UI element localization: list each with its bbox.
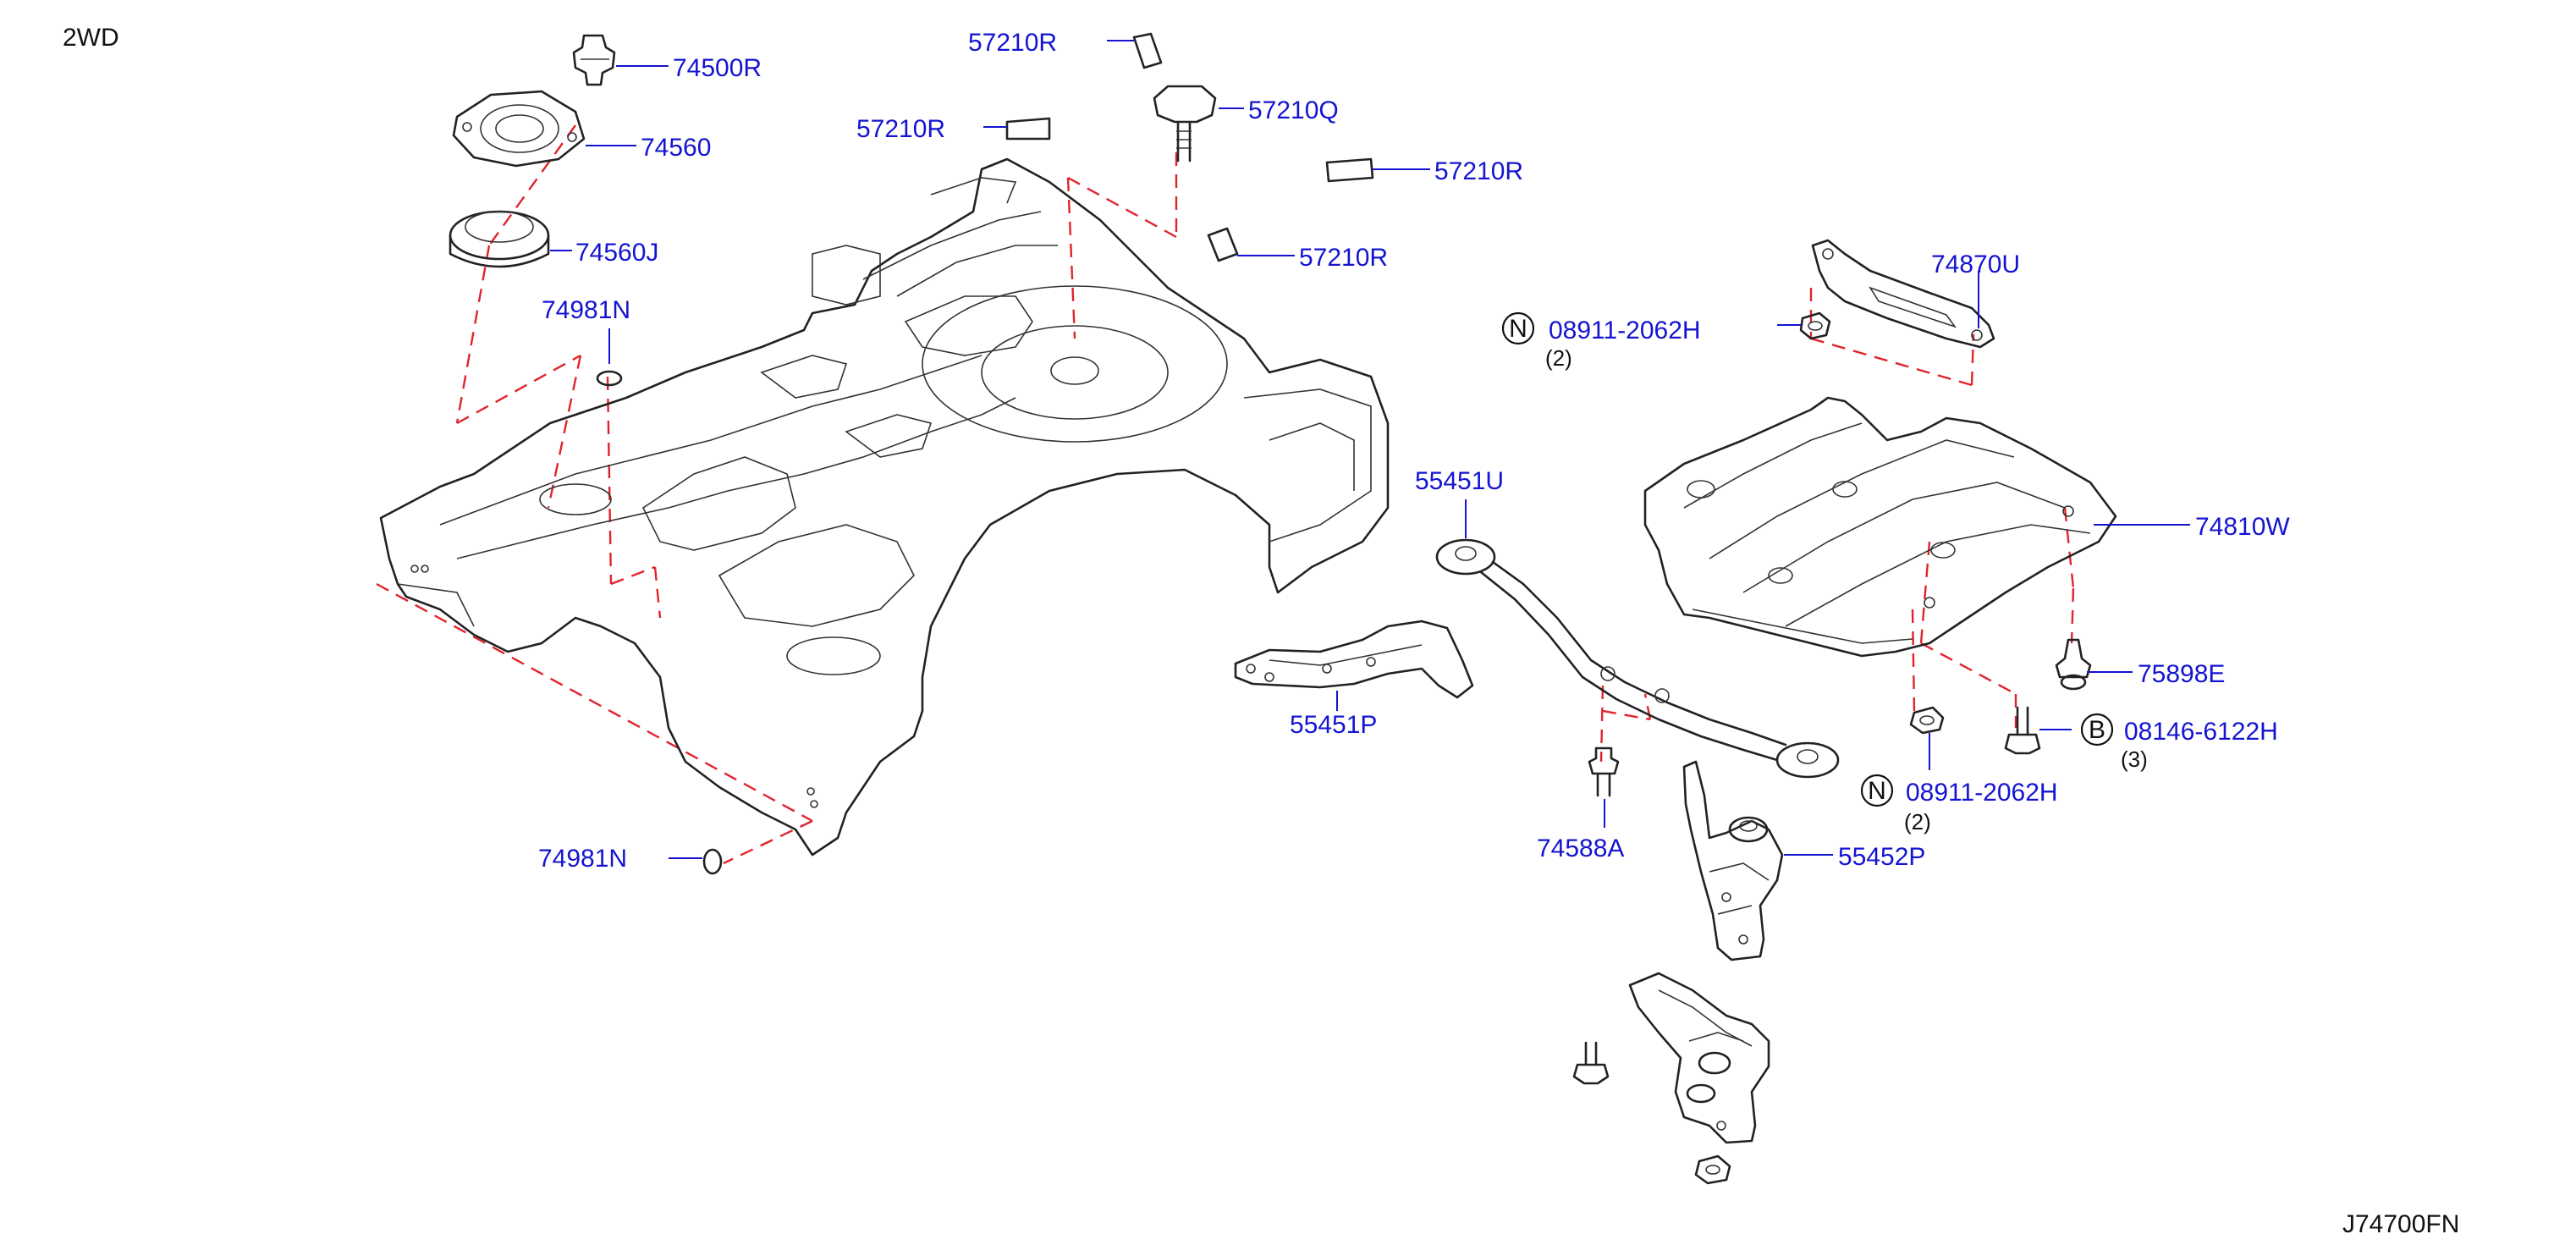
spare-tire-clamp-icon-57210Q: [1153, 85, 1217, 163]
bolt-quantity: (3): [2121, 746, 2148, 772]
nut-number-bottom: 08911-2062H: [1906, 779, 2058, 807]
push-clip-icon-74500R: [572, 34, 616, 86]
part-label-57210R-a: 57210R: [968, 29, 1057, 57]
nut-number-top: 08911-2062H: [1549, 317, 1701, 344]
pad-icon-57210R-a: [1132, 32, 1163, 69]
part-label-74560: 74560: [641, 134, 711, 162]
part-label-74560J: 74560J: [575, 239, 658, 267]
part-label-74588A: 74588A: [1537, 835, 1624, 862]
nut-callout-bottom: N 08911-2062H (2): [1860, 774, 2058, 835]
pad-icon-57210R-b: [1005, 117, 1051, 140]
pad-icon-57210R-d: [1207, 227, 1239, 262]
pad-icon-57210R-c: [1325, 157, 1374, 183]
flange-nut-icon-lower: [1694, 1154, 1731, 1185]
bracket-icon-55452P: [1682, 760, 1784, 961]
part-label-75898E: 75898E: [2138, 660, 2225, 688]
reference-code: J74700FN: [2342, 1210, 2459, 1238]
rear-floor-panel-icon: [379, 157, 1390, 857]
rubber-grommet-icon-74560J: [449, 210, 550, 268]
part-label-57210R-b: 57210R: [856, 115, 945, 143]
flange-nut-icon-bottom: [1909, 706, 1945, 735]
bracket-icon-74870U: [1811, 239, 1995, 349]
bolt-icon-lower: [1572, 1041, 1610, 1085]
part-label-55451P: 55451P: [1290, 711, 1377, 739]
bolt-icon-right: [2004, 706, 2041, 755]
part-label-74981N-bottom: 74981N: [538, 845, 627, 873]
lateral-link-icon-55451U: [1435, 538, 1840, 779]
part-label-55451U: 55451U: [1415, 467, 1504, 495]
nut-symbol-bottom: N: [1868, 777, 1886, 805]
part-label-57210R-d: 57210R: [1299, 244, 1388, 272]
nut-quantity-bottom: (2): [1904, 809, 1931, 835]
bracket-icon-lower: [1628, 972, 1770, 1144]
part-label-74981N-top: 74981N: [542, 296, 630, 324]
part-label-74810W: 74810W: [2195, 513, 2290, 541]
part-label-57210R-c: 57210R: [1434, 157, 1523, 185]
nut-callout-top: N 08911-2062H (2): [1501, 311, 1701, 371]
push-clip-icon-75898E: [2055, 638, 2092, 691]
variant-label: 2WD: [63, 24, 119, 52]
assembly-guide-lines: [376, 124, 2075, 865]
plug-icon-74981N-top: [596, 370, 623, 387]
nut-symbol-top: N: [1509, 315, 1527, 343]
bolt-symbol: B: [2089, 716, 2105, 744]
bolt-icon-74588A: [1588, 746, 1620, 797]
flange-nut-icon-top: [1799, 311, 1831, 340]
bracket-icon-55451P: [1234, 620, 1474, 699]
part-label-55452P: 55452P: [1838, 843, 1925, 871]
plug-icon-74981N-bottom: [702, 848, 723, 875]
part-label-74500R: 74500R: [673, 54, 762, 82]
part-label-74870U: 74870U: [1931, 251, 2020, 278]
bolt-number: 08146-6122H: [2124, 718, 2278, 746]
nut-quantity-top: (2): [1545, 345, 1572, 371]
bolt-callout: B 08146-6122H (3): [2080, 713, 2278, 772]
mount-plate-icon-74560: [452, 90, 586, 168]
part-label-57210Q: 57210Q: [1248, 96, 1339, 124]
under-cover-icon-74810W: [1643, 396, 2117, 658]
